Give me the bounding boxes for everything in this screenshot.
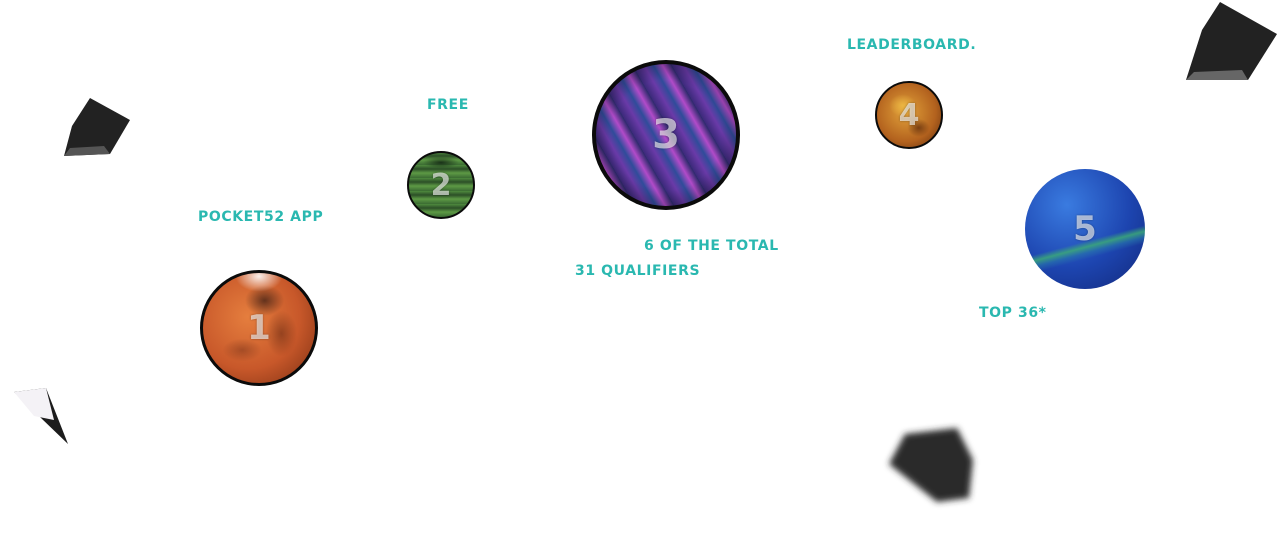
planet-number-2: 2: [430, 167, 452, 203]
planet-number-1: 1: [247, 308, 271, 348]
green-planet-icon[interactable]: 2: [407, 151, 475, 219]
rock-icon: [14, 388, 68, 444]
rock-icon: [1186, 2, 1277, 80]
rock-icon: [889, 428, 973, 502]
purple-planet-icon[interactable]: 3: [592, 60, 740, 210]
planet-number-3: 3: [652, 112, 680, 158]
label-pocket52-app: POCKET52 APP: [198, 209, 324, 225]
amber-planet-icon[interactable]: 4: [875, 81, 943, 149]
rock-icon: [64, 98, 130, 156]
planet-number-5: 5: [1073, 209, 1097, 249]
label-leaderboard: LEADERBOARD.: [847, 37, 977, 53]
mars-planet-icon[interactable]: 1: [200, 270, 318, 386]
label-free: FREE: [427, 97, 469, 113]
blue-planet-icon[interactable]: 5: [1025, 169, 1145, 289]
planet-number-4: 4: [898, 97, 920, 133]
label-qualifiers: 31 QUALIFIERS: [575, 263, 701, 279]
label-top36: TOP 36*: [979, 305, 1047, 321]
label-six-of-total: 6 OF THE TOTAL: [644, 238, 779, 254]
